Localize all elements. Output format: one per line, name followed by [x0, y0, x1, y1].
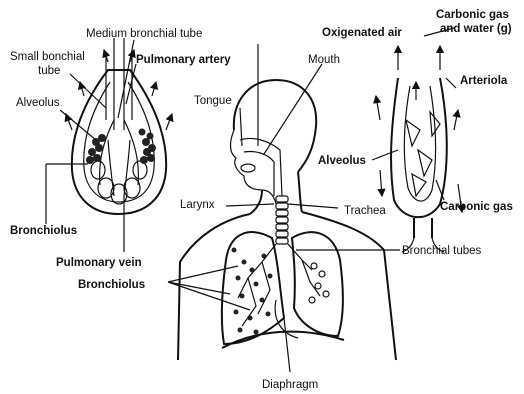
label-oxigenated-air: Oxigenated air — [322, 27, 402, 39]
torso-illustration — [178, 80, 396, 360]
label-small-bronchial-tube-line1: Small bonchial — [10, 51, 85, 63]
label-larynx: Larynx — [180, 199, 215, 211]
label-mouth: Mouth — [308, 54, 340, 66]
label-bronchiolus-left: Bronchiolus — [10, 225, 77, 237]
label-carbonic-gas-water-line1: Carbonic gas — [436, 9, 509, 21]
label-tongue: Tongue — [194, 95, 232, 107]
label-carbonic-gas-water-line2: and water (g) — [440, 23, 512, 35]
label-medium-bronchial-tube: Medium bronchial tube — [86, 28, 202, 40]
label-trachea: Trachea — [344, 205, 386, 217]
label-bronchial-tubes: Bronchial tubes — [402, 245, 482, 257]
label-small-bronchial-tube-line2: tube — [38, 65, 60, 77]
label-alveolus-left: Alveolus — [16, 97, 60, 109]
label-pulmonary-vein: Pulmonary vein — [56, 257, 142, 269]
label-bronchiolus-center: Bronchiolus — [78, 279, 145, 291]
label-carbonic-gas: Carbonic gas — [440, 201, 513, 213]
label-pulmonary-artery: Pulmonary artery — [136, 54, 231, 66]
alveolus-closeup-illustration — [376, 46, 462, 252]
label-alveolus-right: Alveolus — [318, 155, 366, 167]
label-arteriola: Arteriola — [460, 75, 508, 87]
label-diaphragm: Diaphragm — [262, 379, 318, 391]
